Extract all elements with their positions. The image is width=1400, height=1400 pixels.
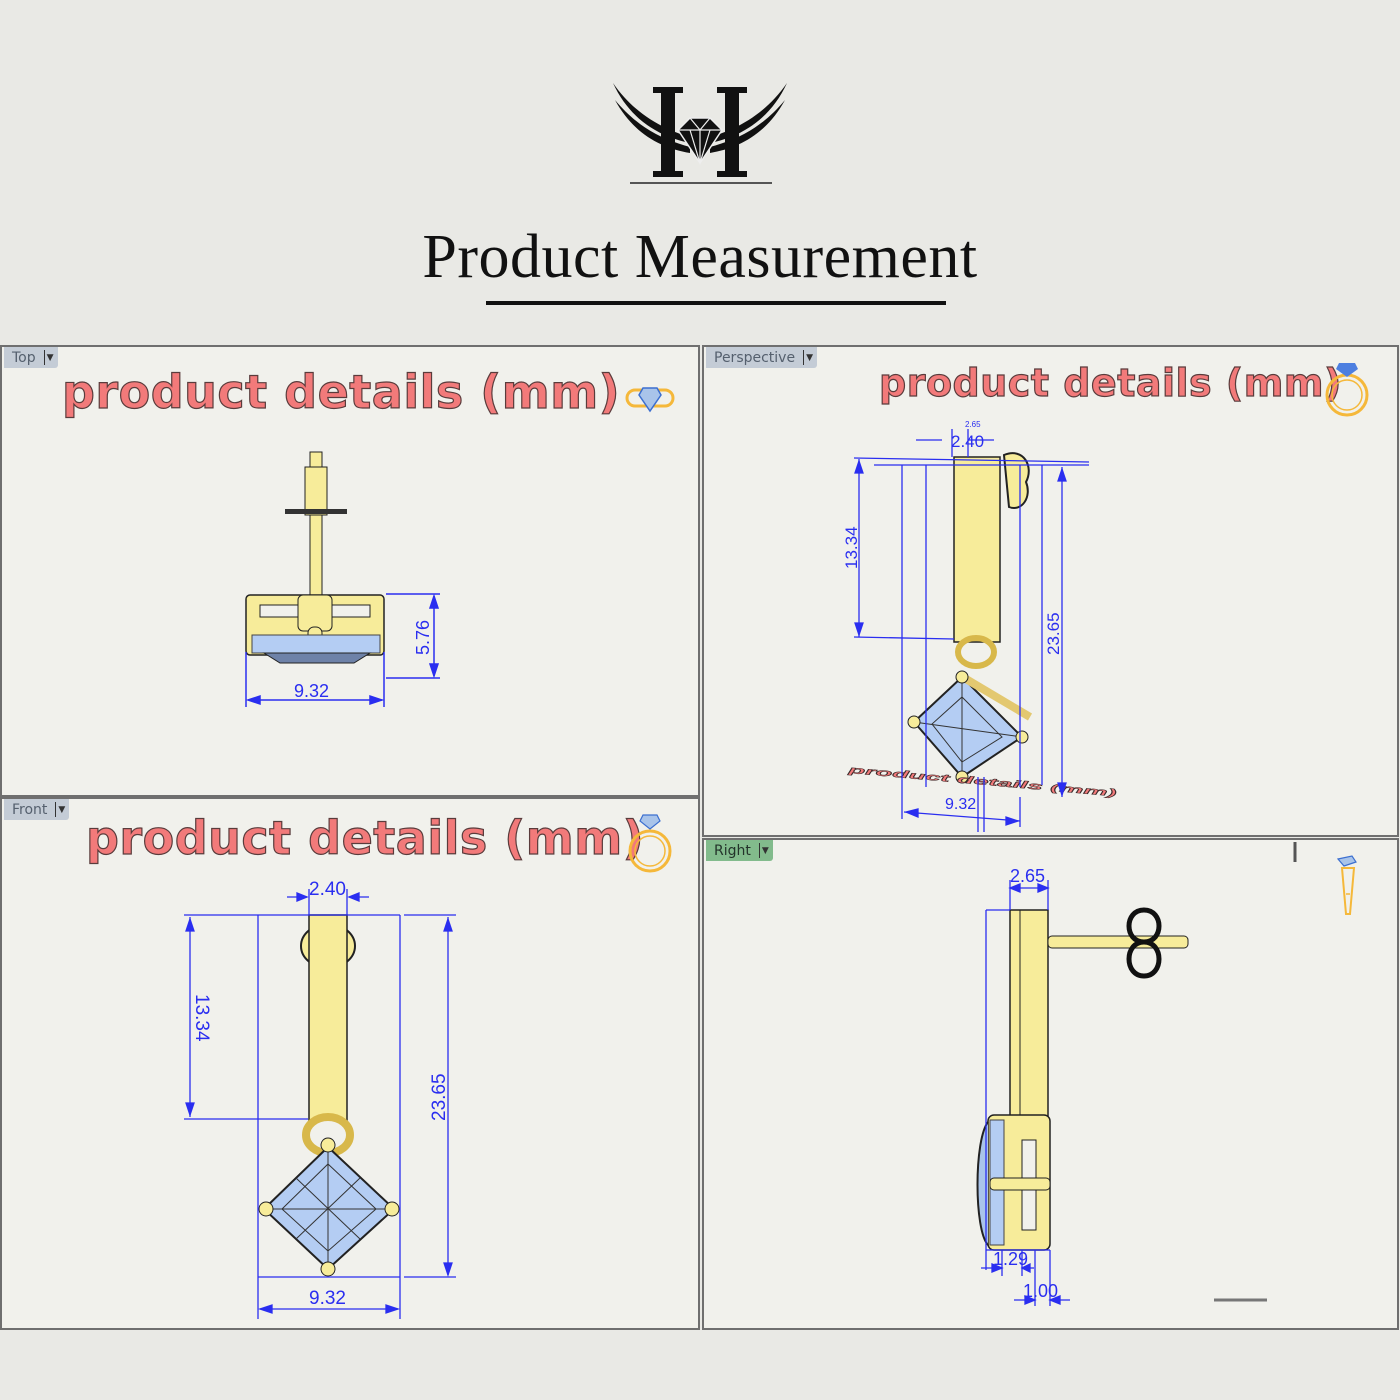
svg-text:13.34: 13.34 bbox=[842, 526, 861, 569]
svg-text:2.40: 2.40 bbox=[309, 879, 346, 900]
ring-side-icon bbox=[1336, 855, 1357, 915]
svg-text:1.29: 1.29 bbox=[993, 1249, 1028, 1269]
svg-text:23.65: 23.65 bbox=[1044, 612, 1063, 655]
svg-text:9.32: 9.32 bbox=[294, 681, 329, 701]
viewport-tab-label: Right bbox=[714, 842, 751, 859]
earring-front-drawing: 2.40 13.34 23.65 9.32 bbox=[184, 814, 672, 1319]
earring-perspective-drawing: product details (mm) 2.40 2.65 13.34 23.… bbox=[842, 363, 1369, 832]
viewport-perspective[interactable]: Perspective ▼ product details (mm) produc… bbox=[702, 345, 1399, 837]
overlay-text: product details (mm) bbox=[878, 360, 1342, 405]
page-title: Product Measurement bbox=[422, 223, 978, 291]
viewport-tab-perspective[interactable]: Perspective ▼ bbox=[706, 347, 818, 368]
svg-text:2.65: 2.65 bbox=[965, 420, 981, 429]
viewport-top[interactable]: Top ▼ product details (mm) 9.32 5.76 bbox=[0, 345, 700, 797]
overlay-text: product details (mm) bbox=[85, 810, 645, 865]
svg-text:product details (mm): product details (mm) bbox=[847, 764, 1117, 799]
svg-text:13.34: 13.34 bbox=[191, 994, 212, 1042]
chevron-down-icon[interactable]: ▼ bbox=[806, 352, 814, 363]
svg-text:9.32: 9.32 bbox=[945, 796, 976, 813]
viewport-tab-label: Front bbox=[12, 801, 48, 818]
svg-text:5.76: 5.76 bbox=[413, 620, 433, 655]
svg-text:1.00: 1.00 bbox=[1023, 1281, 1058, 1301]
viewport-tab-front[interactable]: Front ▼ bbox=[4, 799, 70, 820]
viewport-tab-label: Top bbox=[12, 349, 36, 366]
svg-text:9.32: 9.32 bbox=[309, 1288, 346, 1309]
brand-logo-icon bbox=[613, 83, 787, 184]
viewport-tab-top[interactable]: Top ▼ bbox=[4, 347, 58, 368]
earring-side-drawing: 2.65 1.29 1.00 bbox=[976, 842, 1357, 1306]
title-underline bbox=[486, 301, 946, 305]
viewport-right[interactable]: Right ▼ 2.65 bbox=[702, 838, 1399, 1330]
ring-top-view-icon bbox=[625, 387, 675, 413]
chevron-down-icon[interactable]: ▼ bbox=[46, 352, 54, 363]
viewport-tab-label: Perspective bbox=[714, 349, 796, 366]
chevron-down-icon[interactable]: ▼ bbox=[58, 804, 66, 815]
overlay-text: product details (mm) bbox=[61, 364, 621, 419]
svg-text:2.40: 2.40 bbox=[951, 432, 984, 451]
svg-text:2.65: 2.65 bbox=[1010, 866, 1045, 886]
viewport-front[interactable]: Front ▼ product details (mm) bbox=[0, 797, 700, 1330]
earring-top-drawing: 9.32 5.76 bbox=[245, 387, 675, 707]
ring-perspective-icon bbox=[1325, 363, 1369, 417]
svg-text:23.65: 23.65 bbox=[429, 1073, 450, 1121]
chevron-down-icon[interactable]: ▼ bbox=[761, 845, 769, 856]
ring-front-icon bbox=[628, 814, 672, 873]
viewport-tab-right[interactable]: Right ▼ bbox=[706, 840, 773, 861]
